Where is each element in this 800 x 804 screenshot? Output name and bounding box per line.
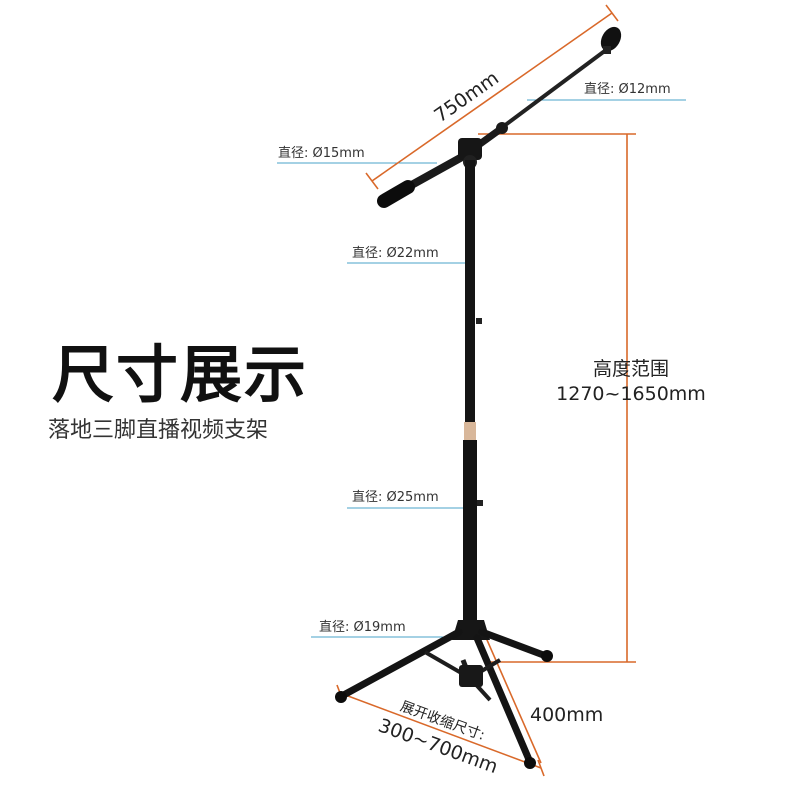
leg-dimension-line: [479, 623, 542, 764]
boom-arm: [377, 26, 622, 208]
diameter-22-label: 直径: Ø22mm: [352, 246, 439, 261]
diameter-15-label: 直径: Ø15mm: [278, 146, 365, 161]
boom-tick-start: [365, 172, 379, 190]
subtitle: 落地三脚直播视频支架: [48, 418, 269, 443]
vertical-pole: [463, 160, 483, 630]
diameter-19-label: 直径: Ø19mm: [319, 620, 406, 635]
mic-clip-icon: [600, 26, 622, 52]
diameter-12-label: 直径: Ø12mm: [584, 82, 671, 97]
tripod-leg-left: [336, 628, 463, 701]
tripod-leg-front: [473, 634, 534, 766]
height-range-block: 高度范围 1270~1650mm: [553, 357, 709, 407]
headline: 尺寸展示: [52, 338, 309, 411]
leader-lines: [277, 99, 686, 638]
boom-joint-icon: [496, 122, 508, 134]
spread-dimension-line: [339, 692, 542, 769]
spread-tick-end: [537, 759, 545, 777]
leg-length-label: 400mm: [530, 704, 604, 726]
diameter-25-label: 直径: Ø25mm: [352, 490, 439, 505]
height-collar: [464, 422, 476, 440]
height-title: 高度范围: [592, 358, 669, 380]
counterweight: [377, 180, 415, 208]
tripod-base: [335, 620, 553, 769]
height-range-value: 1270~1650mm: [556, 383, 706, 405]
boom-dimension-line: [371, 12, 613, 182]
boom-tick-end: [605, 4, 619, 22]
tripod-leg-right: [478, 628, 550, 660]
